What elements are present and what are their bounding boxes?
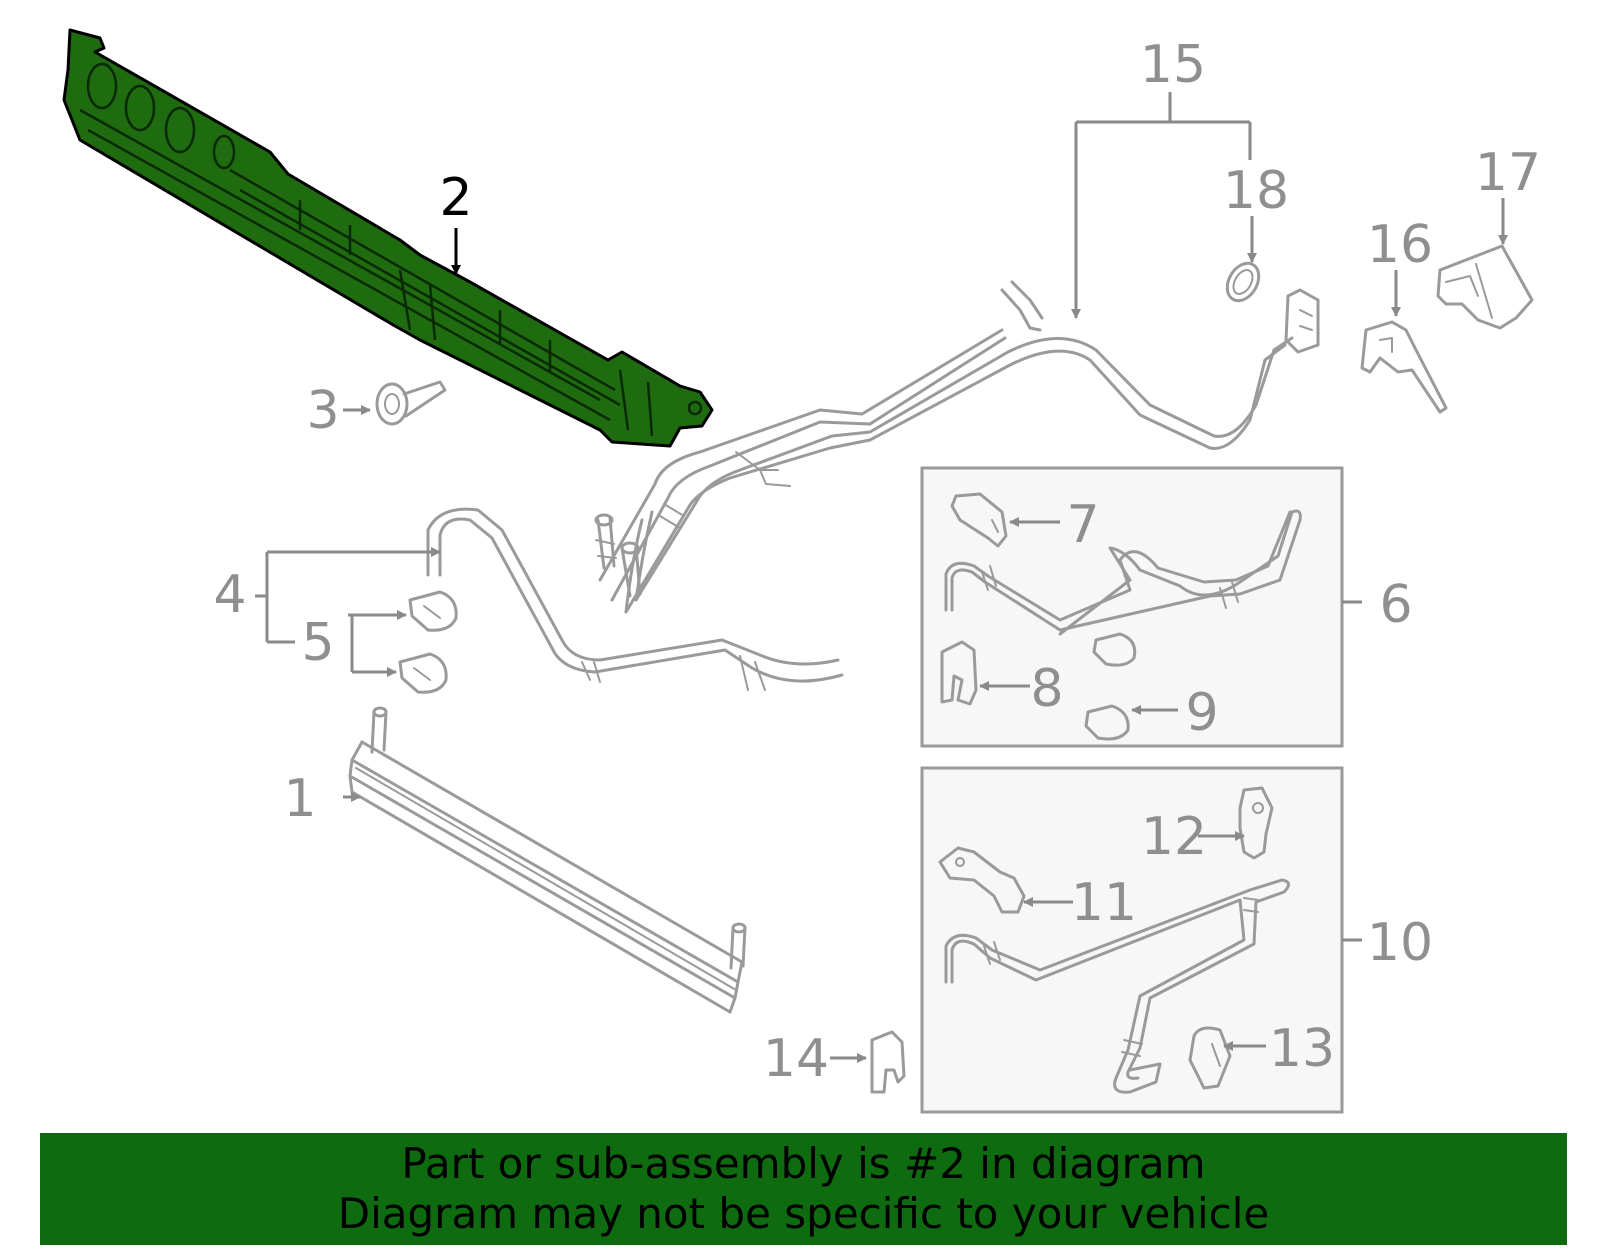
- callout-9: 9: [1185, 683, 1218, 743]
- part-5-clamp-a[interactable]: [408, 590, 458, 632]
- part-1-oil-cooler[interactable]: [348, 706, 747, 1014]
- callout-11: 11: [1071, 873, 1137, 933]
- part-18-o-ring[interactable]: [1221, 258, 1265, 307]
- callout-10: 10: [1367, 913, 1433, 973]
- part-14-clip[interactable]: [870, 1030, 906, 1094]
- part-15-cooler-lines[interactable]: [594, 280, 1320, 614]
- part-9-clamp[interactable]: [1084, 704, 1130, 741]
- callout-1: 1: [283, 769, 316, 829]
- callout-7: 7: [1066, 495, 1099, 555]
- callout-8: 8: [1030, 659, 1063, 719]
- banner-line-2: Diagram may not be specific to your vehi…: [337, 1189, 1270, 1238]
- part-8-clip[interactable]: [940, 640, 978, 706]
- callout-5: 5: [301, 613, 334, 673]
- callout-13: 13: [1269, 1019, 1335, 1079]
- part-5-clamp-b[interactable]: [398, 652, 448, 694]
- group-box-6: [920, 466, 1344, 748]
- callout-4: 4: [213, 565, 246, 625]
- part-7-clip[interactable]: [950, 492, 1008, 548]
- part-3-bolt[interactable]: [375, 380, 447, 426]
- part-12-bracket[interactable]: [1238, 786, 1274, 860]
- callout-18: 18: [1223, 161, 1289, 221]
- part-13-clamp[interactable]: [1188, 1026, 1232, 1090]
- part-2-highlighted[interactable]: [62, 28, 714, 448]
- callout-labels: 2 3 1 4 5 15 18 16 17 7 6 8 9 12 11 10 1…: [213, 35, 1541, 1089]
- part-16-bracket[interactable]: [1360, 320, 1448, 414]
- callout-16: 16: [1367, 215, 1433, 275]
- callout-15: 15: [1140, 35, 1206, 95]
- info-banner: Part or sub-assembly is #2 in diagram Di…: [40, 1133, 1567, 1245]
- callout-6: 6: [1379, 575, 1412, 635]
- callout-12: 12: [1141, 807, 1207, 867]
- callout-17: 17: [1475, 143, 1541, 203]
- banner-line-1: Part or sub-assembly is #2 in diagram: [401, 1139, 1206, 1188]
- part-6-clamp-small[interactable]: [1092, 632, 1137, 667]
- part-6-line[interactable]: [944, 509, 1302, 636]
- callout-14: 14: [763, 1029, 829, 1089]
- leader-lines: [255, 92, 1508, 1063]
- part-17-bracket[interactable]: [1436, 244, 1534, 330]
- callout-2: 2: [439, 168, 472, 228]
- part-10-line[interactable]: [944, 878, 1290, 1094]
- callout-3: 3: [306, 381, 339, 441]
- part-11-bracket[interactable]: [938, 846, 1026, 914]
- part-4-hose[interactable]: [426, 507, 844, 691]
